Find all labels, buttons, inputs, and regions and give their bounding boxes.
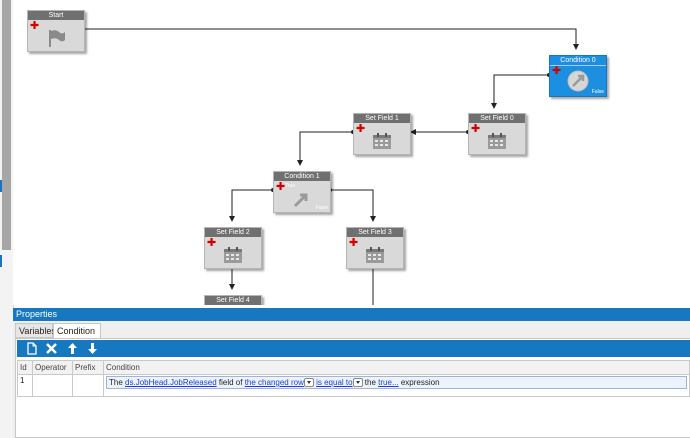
row-dropdown-icon[interactable] <box>303 378 314 388</box>
node-title: Set Field 4 <box>205 296 261 305</box>
tab-condition-0[interactable]: Condition 0 <box>53 323 101 351</box>
cond-text-the: The <box>109 378 123 387</box>
condition-expression: The ds.JobHead.JobReleased field of the … <box>106 376 687 390</box>
delete-icon[interactable] <box>44 341 59 356</box>
properties-panel: Variables Condition 0 Id Operator Pr <box>13 321 690 438</box>
calendar-icon <box>488 133 506 149</box>
node-title: Start <box>28 11 84 20</box>
cell-id[interactable]: 1 <box>17 374 33 397</box>
move-up-icon[interactable] <box>65 341 80 356</box>
grid-header-row: Id Operator Prefix Condition <box>17 360 690 375</box>
node-title: Condition 1 <box>274 172 330 181</box>
cell-condition[interactable]: The ds.JobHead.JobReleased field of the … <box>103 374 690 397</box>
cond-text-expression: expression <box>400 378 440 387</box>
node-title: Set Field 1 <box>354 114 410 123</box>
condition-icon <box>567 70 589 92</box>
condition-icon <box>293 193 308 208</box>
cell-prefix[interactable] <box>72 374 104 397</box>
left-edge-marker <box>0 255 2 267</box>
cond-text-field-of: field of <box>218 378 243 387</box>
condition-panel: Id Operator Prefix Condition 1 The ds.Jo… <box>15 338 690 438</box>
column-header-id[interactable]: Id <box>17 360 33 375</box>
condition-grid: Id Operator Prefix Condition 1 The ds.Jo… <box>17 360 690 397</box>
left-scroll-strip[interactable] <box>0 0 14 438</box>
left-scroll-thumb[interactable] <box>2 0 11 250</box>
condition-toolbar <box>17 340 690 357</box>
node-title: Condition 0 <box>550 56 606 66</box>
node-set-field-3[interactable]: Set Field 3 ✚ <box>346 227 404 269</box>
node-condition-0[interactable]: Condition 0 ✚ False <box>549 55 607 97</box>
false-label: False <box>315 205 328 211</box>
node-title: Set Field 0 <box>469 114 525 123</box>
add-icon[interactable]: ✚ <box>30 20 40 32</box>
node-set-field-4[interactable]: Set Field 4 <box>204 295 262 305</box>
row-link[interactable]: the changed row <box>244 378 304 387</box>
left-edge-marker <box>0 180 2 192</box>
add-icon[interactable]: ✚ <box>471 123 481 135</box>
add-icon[interactable]: ✚ <box>349 237 359 249</box>
node-condition-1[interactable]: Condition 1 ✚ True False <box>273 171 331 213</box>
add-icon[interactable]: ✚ <box>207 237 217 249</box>
node-set-field-1[interactable]: Set Field 1 ✚ <box>353 113 411 155</box>
true-label: True <box>285 183 296 189</box>
operator-link[interactable]: is equal to <box>316 378 353 387</box>
node-set-field-0[interactable]: Set Field 0 ✚ <box>468 113 526 155</box>
node-set-field-2[interactable]: Set Field 2 ✚ <box>204 227 262 269</box>
table-row[interactable]: 1 The ds.JobHead.JobReleased field of th… <box>17 374 690 397</box>
calendar-icon <box>224 247 242 263</box>
calendar-icon <box>373 133 391 149</box>
cond-text-the-2: the <box>364 378 376 387</box>
calendar-icon <box>366 247 384 263</box>
field-link[interactable]: ds.JobHead.JobReleased <box>125 378 217 387</box>
column-header-operator[interactable]: Operator <box>32 360 73 375</box>
tab-variables[interactable]: Variables <box>15 323 56 338</box>
new-icon[interactable] <box>24 341 39 356</box>
column-header-prefix[interactable]: Prefix <box>72 360 104 375</box>
value-link[interactable]: true... <box>378 378 399 387</box>
add-icon[interactable]: ✚ <box>356 123 366 135</box>
column-header-condition[interactable]: Condition <box>103 360 690 375</box>
move-down-icon[interactable] <box>85 341 100 356</box>
cell-operator[interactable] <box>32 374 73 397</box>
start-flag-icon <box>49 30 65 47</box>
add-icon[interactable]: ✚ <box>276 181 286 193</box>
workflow-canvas[interactable]: Start ✚ Condition 0 ✚ False Set Field 0 … <box>13 0 690 305</box>
operator-dropdown-icon[interactable] <box>352 378 363 388</box>
node-title: Set Field 2 <box>205 228 261 237</box>
add-icon[interactable]: ✚ <box>552 65 562 77</box>
properties-header: Properties <box>13 308 690 321</box>
node-title: Set Field 3 <box>347 228 403 237</box>
node-start[interactable]: Start ✚ <box>27 10 85 52</box>
false-label: False <box>591 89 604 95</box>
